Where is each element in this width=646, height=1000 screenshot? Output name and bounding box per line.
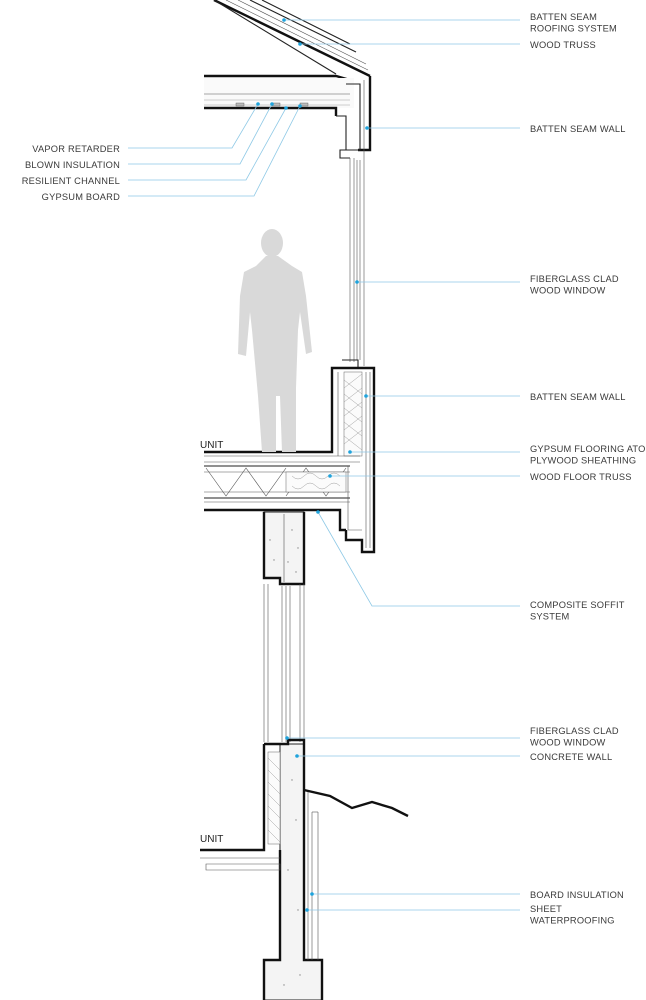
label-wood-floor-truss: WOOD FLOOR TRUSS [530,472,632,482]
callout-dot [328,474,332,478]
callout-dot [365,126,369,130]
callout-dot [282,18,286,22]
callouts-left: VAPOR RETARDER BLOWN INSULATION RESILIEN… [22,102,302,202]
human-figure-silhouette [238,229,312,452]
label-concrete-wall: CONCRETE WALL [530,752,612,762]
callout-dot [310,892,314,896]
label-wood-truss: WOOD TRUSS [530,40,596,50]
label-blown-insulation: BLOWN INSULATION [25,160,120,170]
upper-floor-assembly [204,366,376,554]
label-gypsum-board: GYPSUM BOARD [42,192,120,202]
callout-dot [305,908,309,912]
label-batten-seam-wall-lower: BATTEN SEAM WALL [530,392,626,402]
upper-window [342,150,365,368]
callout-dot [270,102,274,106]
callout-dot [348,450,352,454]
label-vapor-retarder: VAPOR RETARDER [32,144,120,154]
label-board-insulation: BOARD INSULATION [530,890,624,900]
callout-dot [316,510,320,514]
label-resilient-channel: RESILIENT CHANNEL [22,176,120,186]
label-batten-seam-wall-upper: BATTEN SEAM WALL [530,124,626,134]
callout-dot [256,102,260,106]
unit-label-lower: UNIT [200,834,223,845]
roof-assembly [204,0,372,159]
callout-dot [298,42,302,46]
callout-dot [284,106,288,110]
callout-dot [364,394,368,398]
lower-header [262,511,306,742]
callout-dot [298,104,302,108]
callout-dot [285,736,289,740]
foundation [200,738,409,1000]
callout-dot [295,754,299,758]
callout-dot [355,280,359,284]
unit-label-upper: UNIT [200,440,223,451]
